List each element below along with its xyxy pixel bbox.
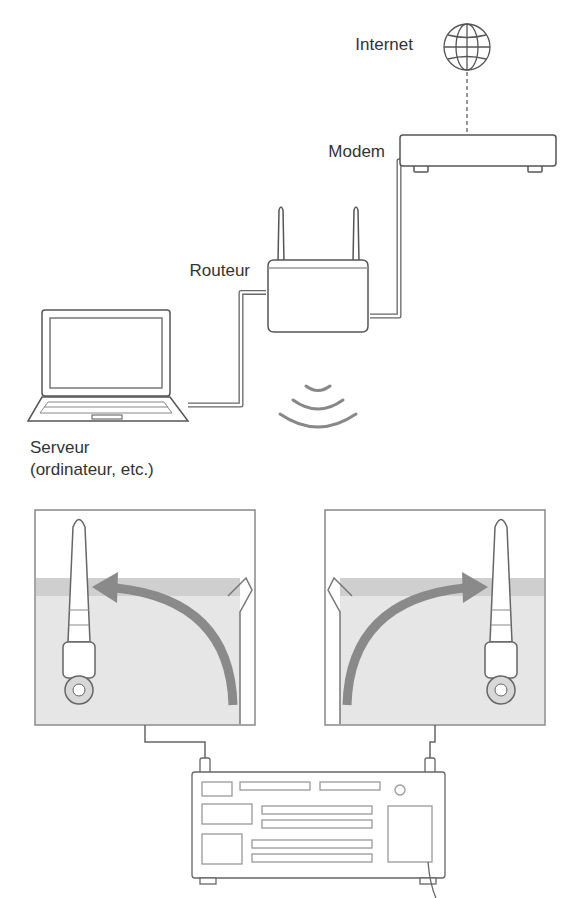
network-cable	[188, 292, 266, 405]
globe-icon-part	[444, 24, 490, 70]
receiver-unit-part	[262, 820, 372, 828]
laptop-icon	[28, 310, 188, 421]
receiver-unit-part	[395, 785, 405, 795]
receiver-unit-part	[200, 878, 216, 884]
laptop-icon-part	[92, 415, 122, 419]
laptop-icon-part	[50, 318, 162, 388]
antenna-panel-part	[68, 520, 90, 643]
node-label: Modem	[328, 141, 385, 163]
modem-icon	[400, 135, 556, 172]
receiver-unit-part	[202, 804, 252, 824]
antenna-leader-part	[430, 725, 435, 760]
router-icon	[268, 207, 368, 332]
router-icon-part	[268, 267, 368, 269]
node-label: Serveur (ordinateur, etc.)	[30, 437, 170, 481]
antenna-panel	[35, 510, 255, 725]
antenna-leader-part	[145, 725, 205, 760]
receiver-unit-part	[240, 782, 310, 790]
antenna-leader	[145, 725, 435, 760]
antenna-panel-part	[325, 510, 545, 725]
antenna-panel-part	[63, 642, 95, 678]
receiver-unit-part	[320, 782, 380, 790]
receiver-unit-part	[420, 878, 436, 884]
link-line	[466, 72, 468, 135]
router-icon-part	[353, 207, 359, 262]
receiver-unit-part	[202, 834, 242, 864]
receiver-unit-part	[252, 840, 372, 848]
receiver-unit-part	[252, 854, 372, 862]
wifi-waves-part	[306, 386, 330, 391]
antenna-panel-part	[116, 588, 233, 705]
modem-box: Modem	[400, 135, 556, 173]
receiver-unit-part	[192, 772, 445, 878]
router-box: Routeur	[266, 204, 370, 334]
node-label: Routeur	[190, 260, 250, 282]
globe-icon-part	[448, 35, 486, 38]
cable-core	[370, 161, 400, 316]
cable-core	[188, 292, 266, 405]
modem-icon-part	[400, 135, 556, 166]
antenna-panel-part	[69, 625, 89, 626]
antenna-panel-part	[65, 676, 93, 704]
receiver-unit-part	[388, 806, 432, 862]
internet-globe: Internet	[443, 22, 491, 72]
globe-icon-part	[444, 46, 490, 47]
receiver-unit-part	[428, 862, 436, 898]
globe-icon-part	[448, 57, 486, 60]
wifi-waves-part	[293, 400, 343, 409]
router-icon-part	[278, 207, 284, 262]
antenna-panel-part	[69, 610, 89, 611]
internet-link	[467, 72, 468, 135]
cable-outline	[370, 161, 400, 316]
network-cable	[370, 161, 400, 316]
receiver-unit	[192, 758, 445, 898]
antenna-panel-part	[92, 572, 118, 603]
router-icon-part	[268, 260, 368, 332]
laptop-icon-part	[42, 310, 170, 396]
laptop-icon-part	[44, 407, 168, 408]
wifi-waves	[280, 386, 356, 427]
wifi-waves-part	[280, 414, 356, 427]
server-laptop: Serveur (ordinateur, etc.)	[28, 308, 188, 423]
cable-outline	[188, 292, 266, 405]
laptop-icon-part	[40, 402, 172, 413]
antenna-panel-part	[36, 578, 240, 724]
receiver-unit-part	[262, 806, 372, 814]
antenna-panel-part	[35, 510, 255, 725]
globe-icon	[444, 24, 490, 70]
laptop-icon-part	[28, 397, 188, 421]
node-label: Internet	[355, 34, 413, 56]
receiver-unit-part	[202, 782, 232, 796]
antenna-panel-part	[73, 684, 85, 696]
antenna-panel	[325, 510, 545, 725]
